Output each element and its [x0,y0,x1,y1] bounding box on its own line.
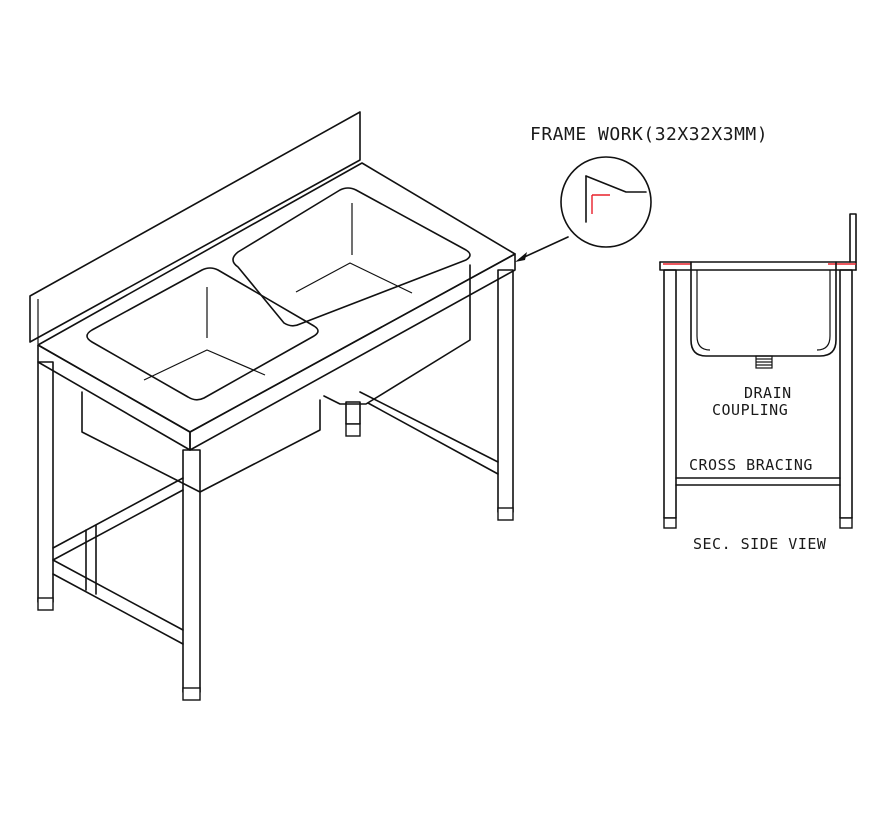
isometric-sink [29,111,516,701]
drain-label: DRAIN [744,384,792,402]
sink-bowl-section [690,261,837,357]
coupling-label: COUPLING [712,401,788,419]
drain-coupling [755,355,773,369]
cross-bracing-label: CROSS BRACING [689,456,813,474]
section-side-view: DRAIN COUPLING CROSS BRACING SEC. SIDE V… [659,213,857,553]
detail-circle [560,156,652,248]
leg-back-left [345,401,361,437]
leg-back-right [497,269,514,521]
sink-bowl-left [81,267,321,493]
leg-front-left [37,361,54,611]
frame-work-label: FRAME WORK(32X32X3MM) [530,124,768,145]
arrow-head-icon [515,252,527,262]
sink-bowl-right [232,187,471,405]
side-cross-bracing [675,477,841,486]
leg-front-right [182,449,201,701]
cross-bracing [52,391,499,645]
side-leg-left [663,269,677,529]
frame-work-detail: FRAME WORK(32X32X3MM) [515,124,768,262]
side-leg-right [839,269,853,529]
callout-leader-line [519,236,569,260]
backsplash [29,111,361,344]
side-view-title: SEC. SIDE VIEW [693,535,827,553]
